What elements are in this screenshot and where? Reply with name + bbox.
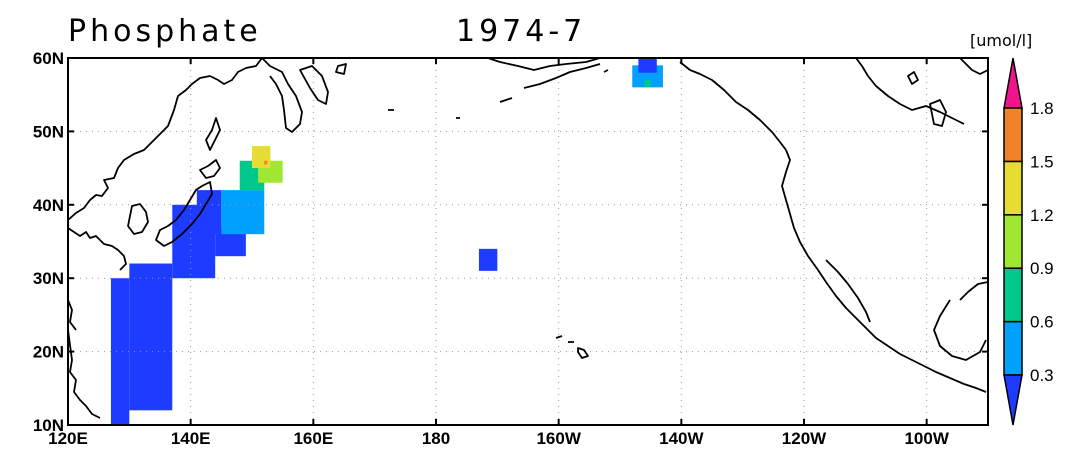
x-tick-label: 120E [48, 429, 88, 448]
x-tick-label: 140W [659, 429, 704, 448]
colorbar-label: 1.2 [1030, 206, 1054, 225]
colorbar-label: 0.3 [1030, 366, 1054, 385]
y-tick-label: 50N [33, 122, 64, 141]
colorbar: 0.3 0.6 0.9 1.2 1.5 1.8 [1003, 57, 1054, 426]
colorbar-max-triangle [1003, 57, 1023, 109]
phosphate-data-layer [110, 58, 663, 425]
data-cell [478, 248, 498, 271]
colorbar-label: 1.8 [1030, 99, 1054, 118]
x-tick-label: 120W [782, 429, 827, 448]
map-title-variable: Phosphate [68, 14, 262, 49]
data-cell [221, 190, 265, 235]
x-tick-label: 160E [293, 429, 333, 448]
x-axis-ticks: 120E 140E 160E 180 160W 140W 120W 100W [48, 58, 950, 448]
data-cell [129, 263, 173, 411]
y-tick-label: 40N [33, 196, 64, 215]
x-tick-label: 100W [904, 429, 949, 448]
coastlines [67, 57, 989, 419]
y-tick-label: 30N [33, 269, 64, 288]
map-title-date: 1974-7 [456, 14, 586, 49]
y-axis-ticks: 10N 20N 30N 40N 50N 60N [33, 49, 988, 435]
colorbar-segment [1003, 214, 1023, 269]
colorbar-segment [1003, 320, 1023, 376]
y-tick-label: 60N [33, 49, 64, 68]
colorbar-label: 0.9 [1030, 259, 1054, 278]
x-tick-label: 180 [422, 429, 450, 448]
data-cell [264, 160, 268, 165]
colorbar-label: 0.6 [1030, 313, 1054, 332]
data-cell [252, 146, 271, 169]
y-tick-label: 10N [33, 416, 64, 435]
colorbar-segment [1003, 107, 1023, 163]
data-cell [638, 58, 657, 73]
colorbar-segment [1003, 267, 1023, 323]
y-tick-label: 20N [33, 343, 64, 362]
data-cell [644, 80, 651, 88]
x-tick-label: 140E [171, 429, 211, 448]
colorbar-label: 1.5 [1030, 152, 1054, 171]
colorbar-min-triangle [1003, 374, 1023, 426]
map-frame [67, 57, 989, 426]
colorbar-unit-label: [umol/l] [970, 31, 1032, 50]
colorbar-segment [1003, 160, 1023, 216]
data-cell [110, 278, 130, 425]
x-tick-label: 160W [536, 429, 581, 448]
